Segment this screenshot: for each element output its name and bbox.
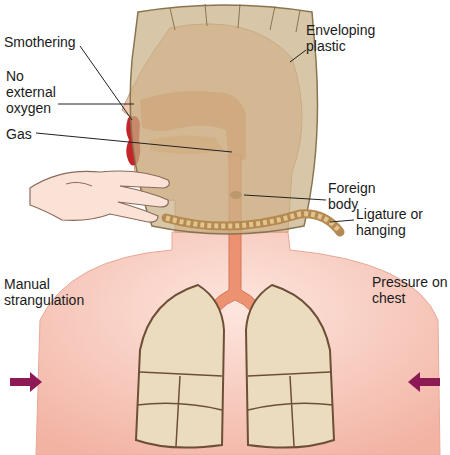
left-lung-lobes	[137, 372, 222, 446]
part-label: Smothering	[4, 34, 94, 50]
part-label: Enveloping plastic	[306, 22, 396, 54]
leader-line	[58, 104, 134, 105]
part-label: Gas	[6, 126, 46, 142]
part-label: No external oxygen	[6, 68, 66, 116]
pressure-arrow	[10, 372, 42, 392]
left-lung	[136, 285, 224, 448]
part-label: Manual strangulation	[4, 276, 104, 308]
leader-line	[330, 220, 354, 222]
hand	[30, 171, 169, 222]
right-lung	[246, 285, 334, 448]
rope-twist	[166, 214, 340, 232]
rope	[166, 214, 340, 232]
leader-line	[36, 133, 232, 152]
leader-line	[80, 46, 132, 120]
part-label: Ligature or hanging	[356, 206, 446, 238]
leader-line	[290, 50, 306, 62]
part-label: Pressure on chest	[372, 274, 450, 306]
thumb-line	[66, 182, 92, 186]
right-lung-lobes	[248, 372, 333, 446]
leader-line	[244, 195, 326, 200]
bag-folds	[170, 4, 300, 32]
pressure-arrow	[408, 372, 440, 392]
